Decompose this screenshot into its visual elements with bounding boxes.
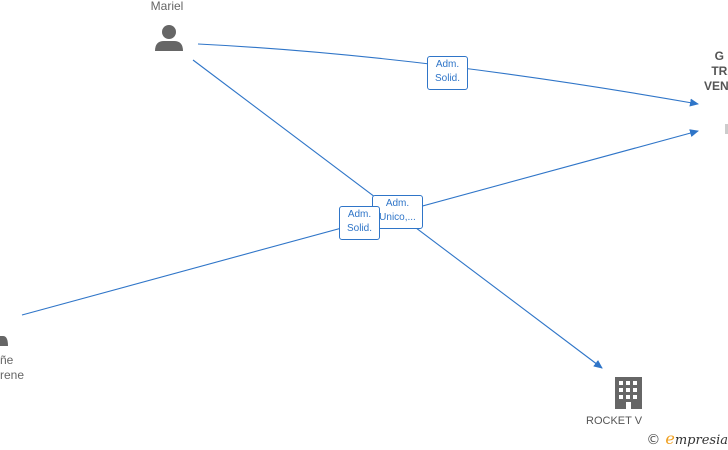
- company-label: ROCKET V: [586, 415, 643, 427]
- building-icon: [725, 124, 728, 134]
- edge-label-box[interactable]: Adm. Unico,...: [372, 195, 423, 229]
- edge-label-box[interactable]: Adm. Solid.: [427, 56, 468, 90]
- company-label-line: TRA: [711, 64, 728, 78]
- copyright-icon: ©: [646, 432, 661, 448]
- company-label-line: G: [714, 49, 724, 63]
- company-label-line: VENT: [703, 79, 728, 93]
- edge-label-line: Solid.: [434, 73, 460, 84]
- person-label-line: rene: [0, 368, 25, 382]
- person-label-line: ñe: [0, 353, 14, 367]
- edge-label-line: Adm.: [435, 59, 460, 70]
- person-icon: [0, 336, 8, 346]
- building-icon: [615, 377, 642, 409]
- brand-logo: empresia: [665, 429, 728, 448]
- edge-label-box[interactable]: Adm. Solid.: [339, 206, 380, 240]
- person-icon: [155, 25, 183, 51]
- company-label: G TRA VENT: [696, 49, 728, 94]
- edge-label-line: Unico,...: [379, 212, 416, 223]
- person-label: Mariel: [150, 0, 184, 13]
- edge-label-line: Adm.: [385, 198, 410, 209]
- watermark: ©empresia: [646, 429, 728, 448]
- edge-label-line: Solid.: [346, 223, 372, 234]
- person-label: ñe rene: [0, 353, 24, 383]
- edge-label-line: Adm.: [347, 209, 372, 220]
